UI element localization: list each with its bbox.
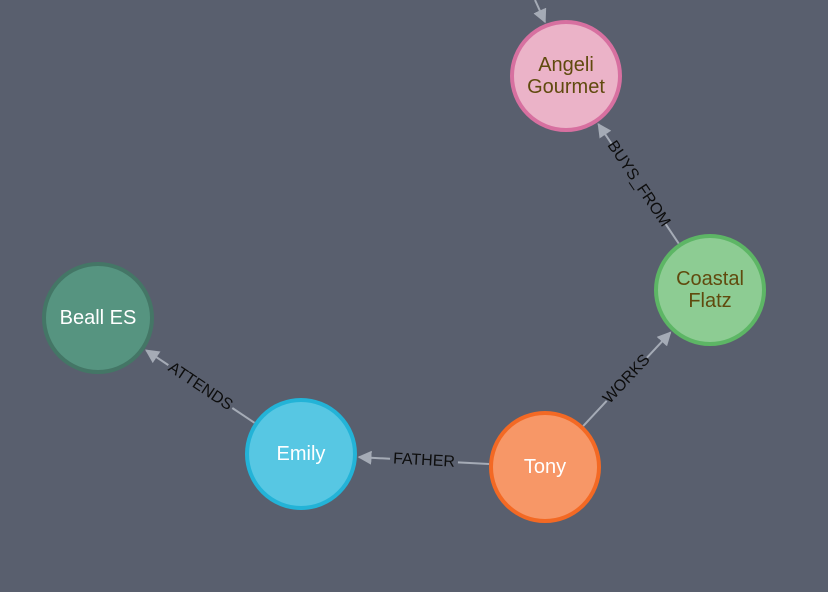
edge-father[interactable]: FATHER xyxy=(357,450,490,471)
edge-line-segment[interactable] xyxy=(231,407,256,424)
node-circle[interactable] xyxy=(42,262,154,374)
edge-line-segment[interactable] xyxy=(664,222,680,245)
edge-label: ATTENDS xyxy=(165,359,236,414)
edge-arrow-segment[interactable] xyxy=(357,450,391,465)
node-label: Beall ES xyxy=(60,307,137,329)
node-tony[interactable]: Tony xyxy=(489,411,601,523)
edge-arrow-segment[interactable] xyxy=(145,349,169,366)
node-beall[interactable]: Beall ES xyxy=(42,262,154,374)
node-label: Angeli xyxy=(538,54,594,76)
node-label: Flatz xyxy=(688,290,731,312)
edge-label: FATHER xyxy=(393,450,456,470)
edge-label: BUYS_FROM xyxy=(604,138,674,230)
edge-arrow-segment[interactable] xyxy=(646,331,672,359)
edges-layer: BUYS_FROM WORKS FATHER ATTENDS xyxy=(145,122,680,471)
edge-attends[interactable]: ATTENDS xyxy=(145,349,256,424)
edge-arrow-segment[interactable] xyxy=(597,122,613,145)
edge-line-segment[interactable] xyxy=(457,461,490,466)
node-label: Coastal xyxy=(676,268,744,290)
node-label: Emily xyxy=(277,443,326,465)
edge-buys-from[interactable]: BUYS_FROM xyxy=(597,122,680,245)
node-label: Tony xyxy=(524,456,566,478)
node-circle[interactable] xyxy=(245,398,357,510)
edge-line-segment[interactable] xyxy=(582,400,608,427)
edge-works[interactable]: WORKS xyxy=(582,331,672,427)
edge-offscreen-line[interactable] xyxy=(533,0,547,24)
node-circle[interactable] xyxy=(510,20,622,132)
node-circle[interactable] xyxy=(654,234,766,346)
node-circle[interactable] xyxy=(489,411,601,523)
node-emily[interactable]: Emily xyxy=(245,398,357,510)
node-label: Gourmet xyxy=(527,76,605,98)
edge-label: WORKS xyxy=(600,351,654,407)
